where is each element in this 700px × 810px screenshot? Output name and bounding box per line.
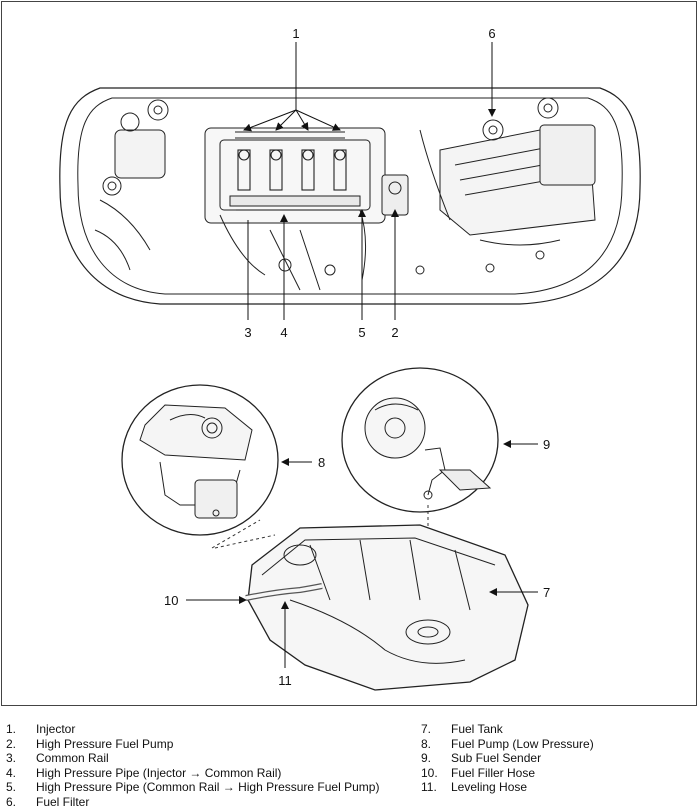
legend-text: Leveling Hose bbox=[451, 780, 528, 795]
legend-text: Fuel Filter bbox=[36, 794, 90, 809]
legend-left-column: 1. Injector 2. High Pressure Fuel Pump 3. C… bbox=[6, 722, 379, 810]
legend-item: 2. High Pressure Fuel Pump bbox=[6, 737, 379, 752]
legend-item: 3. Common Rail bbox=[6, 751, 379, 766]
legend-item: 9. Sub Fuel Sender bbox=[421, 751, 594, 766]
legend-number: 5. bbox=[6, 780, 17, 795]
legend-item: 5. High Pressure Pipe (Common Rail → High… bbox=[6, 780, 379, 795]
legend-text: High Pressure Pipe (Injector → Common Ra… bbox=[36, 765, 282, 780]
legend-text: Fuel Pump (Low Pressure) bbox=[451, 736, 594, 751]
callout-2: 2 bbox=[391, 325, 398, 340]
engine-bay-drawing bbox=[59, 87, 641, 305]
callout-8: 8 bbox=[318, 455, 325, 470]
fuel-pump-detail bbox=[121, 384, 279, 536]
legend-item: 11. Leveling Hose bbox=[421, 780, 594, 795]
legend-number: 11. bbox=[421, 780, 437, 795]
legend-number: 10. bbox=[421, 765, 438, 780]
legend-number: 6. bbox=[6, 794, 17, 809]
callout-5: 5 bbox=[358, 325, 365, 340]
legend-text: Common Rail bbox=[36, 751, 109, 766]
sub-fuel-sender-detail bbox=[341, 367, 499, 513]
callout-9: 9 bbox=[543, 437, 550, 452]
legend-item: 1. Injector bbox=[6, 722, 379, 737]
legend-number: 1. bbox=[6, 722, 17, 736]
diagram-frame bbox=[1, 1, 697, 706]
legend-item: 10. Fuel Filler Hose bbox=[421, 766, 594, 781]
legend-number: 3. bbox=[6, 751, 17, 766]
legend-item: 6. Fuel Filter bbox=[6, 795, 379, 810]
legend-text: Fuel Filler Hose bbox=[451, 765, 536, 780]
legend-text: Fuel Tank bbox=[451, 722, 503, 736]
legend-item: 7. Fuel Tank bbox=[421, 722, 594, 737]
fuel-tank-drawing bbox=[245, 524, 529, 691]
callout-6: 6 bbox=[488, 26, 495, 41]
legend-number: 8. bbox=[421, 736, 432, 751]
callout-7: 7 bbox=[543, 585, 550, 600]
legend-number: 4. bbox=[6, 765, 17, 780]
callout-4: 4 bbox=[280, 325, 287, 340]
legend-number: 9. bbox=[421, 751, 432, 766]
legend-right-column: 7. Fuel Tank 8. Fuel Pump (Low Pressure) 9… bbox=[421, 722, 594, 795]
legend-item: 8. Fuel Pump (Low Pressure) bbox=[421, 737, 594, 752]
legend-number: 2. bbox=[6, 736, 17, 751]
callout-10: 10 bbox=[164, 593, 178, 608]
fuel-system-illustration: 1 6 3 4 5 2 8 9 7 10 11 bbox=[59, 26, 641, 691]
legend-text: Injector bbox=[36, 722, 76, 736]
callout-3: 3 bbox=[244, 325, 251, 340]
legend-item: 4. High Pressure Pipe (Injector → Common … bbox=[6, 766, 379, 781]
legend-text: High Pressure Pipe (Common Rail → High P… bbox=[36, 780, 380, 795]
legend-number: 7. bbox=[421, 722, 432, 736]
callout-1: 1 bbox=[292, 26, 299, 41]
callout-11: 11 bbox=[278, 673, 292, 688]
legend-text: High Pressure Fuel Pump bbox=[36, 736, 174, 751]
legend-text: Sub Fuel Sender bbox=[451, 751, 542, 766]
